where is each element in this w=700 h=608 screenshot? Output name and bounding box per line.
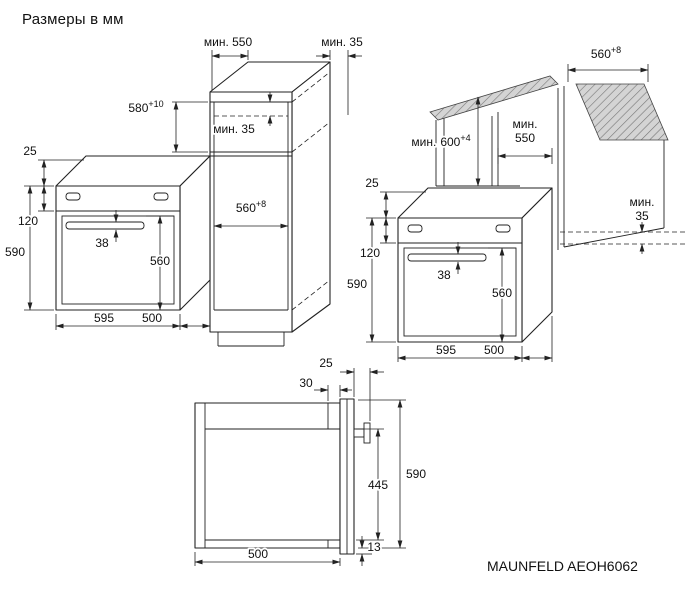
dim-base-height: мин.600+4 xyxy=(411,133,470,149)
worktop-section-left xyxy=(429,75,559,121)
dim-tall-depth-min: мин. 550 xyxy=(204,35,253,49)
dim-oven-handle-gap: 38 xyxy=(95,236,109,250)
dim-oven-height: 590 xyxy=(5,245,25,259)
tall-cabinet-dimensions xyxy=(172,50,362,229)
page-title: Размеры в мм xyxy=(22,11,124,28)
base-cabinet-view: 560+8 мин.600+4 мин. 550 мин. 35 xyxy=(410,43,688,254)
dim-oven-door-offset: 25 xyxy=(23,144,37,158)
oven-dimensions xyxy=(24,159,211,330)
section-body xyxy=(194,402,341,549)
dim-tall-top-gap: мин. 35 xyxy=(321,35,363,49)
dim-oven-depth: 500 xyxy=(142,311,162,325)
dim-base-depth-min-label: мин. xyxy=(513,117,538,131)
dim-oven-width: 595 xyxy=(94,311,114,325)
oven-front-view: 25 120 590 38 560 595 500 xyxy=(3,142,211,330)
section-handle-bar xyxy=(363,422,371,444)
dim-section-depth: 500 xyxy=(248,547,268,561)
dim-base-depth-min-value: 550 xyxy=(515,131,535,145)
section-dimensions xyxy=(194,368,406,566)
dim-base-niche-width: 560+8 xyxy=(591,45,621,61)
oven-front-view-right xyxy=(347,176,552,362)
tall-cabinet-interior xyxy=(210,71,331,347)
dim-tall-niche-width: 560+8 xyxy=(236,199,266,215)
dim-section-bottom-gap: 13 xyxy=(367,540,381,554)
dim-section-handle-depth: 25 xyxy=(319,356,333,370)
dim-section-height: 590 xyxy=(406,467,426,481)
side-section-view: 25 30 590 445 500 13 xyxy=(194,354,428,566)
worktop-section-right xyxy=(575,83,669,141)
dim-section-door-depth: 30 xyxy=(299,376,313,390)
base-cabinet-frame xyxy=(435,86,688,250)
section-handle-stem xyxy=(353,428,365,438)
tall-cabinet-view: мин. 550 мин. 35 580+10 мин. 35 560+8 xyxy=(127,33,365,347)
dim-oven-body-height: 560 xyxy=(150,254,170,268)
dim-oven-panel-height: 120 xyxy=(18,214,38,228)
base-cabinet-dimensions xyxy=(475,64,649,254)
dim-tall-vent-gap: мин. 35 xyxy=(213,122,255,136)
section-interior xyxy=(204,403,340,548)
model-label: MAUNFELD AEOH6062 xyxy=(487,558,638,574)
dim-section-cavity-height: 445 xyxy=(368,478,388,492)
dim-tall-niche-height: 580+10 xyxy=(128,99,163,115)
tall-cabinet-side-face xyxy=(291,61,331,333)
panel-grip-left xyxy=(65,192,81,201)
oven-door-handle xyxy=(65,221,145,230)
dim-base-back-gap-label: мин. xyxy=(630,195,655,209)
dim-base-back-gap-value: 35 xyxy=(635,209,649,223)
panel-grip-right xyxy=(153,192,169,201)
